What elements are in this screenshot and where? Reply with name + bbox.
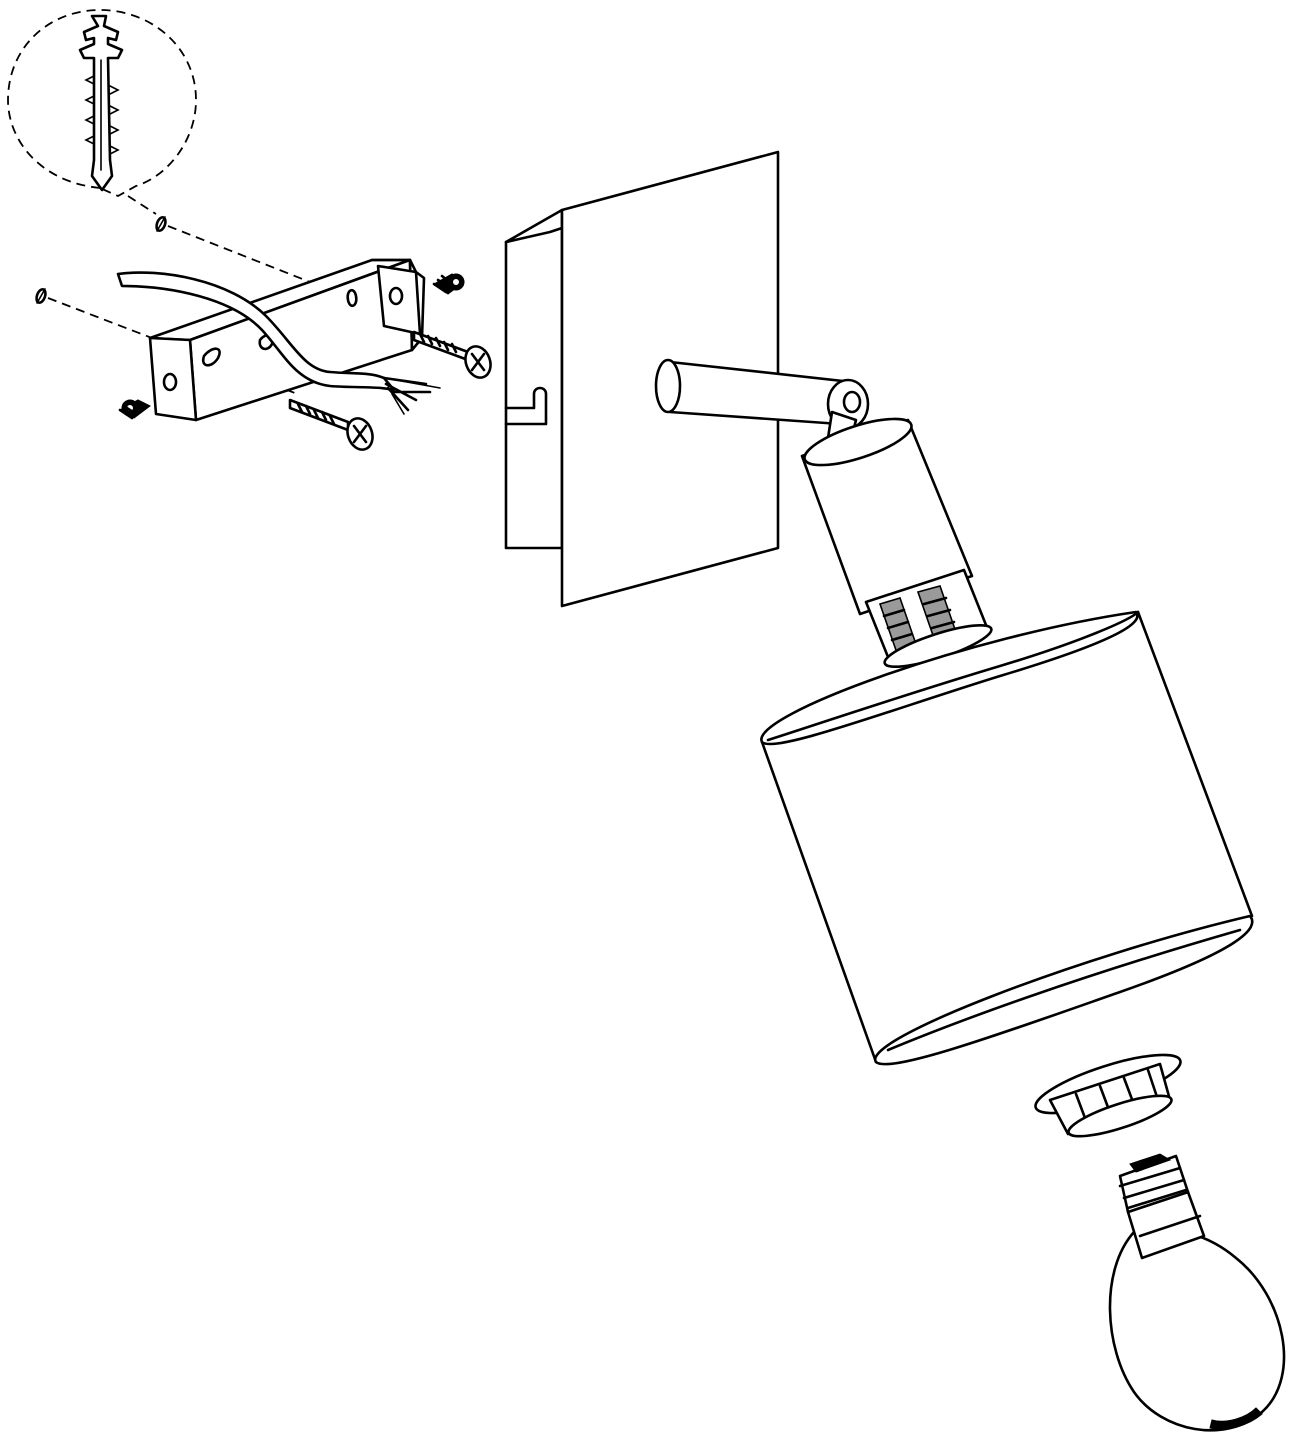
shade-ring (1034, 1053, 1182, 1138)
wall-screw-upper (412, 330, 492, 379)
wall-plug-bottom (35, 287, 47, 305)
shade (760, 610, 1254, 1066)
bracket-screw-left (118, 399, 151, 420)
guide-line-callout (127, 195, 157, 215)
arm (654, 358, 870, 430)
mounting-bracket (148, 258, 426, 422)
guide-line-top (167, 225, 311, 283)
bulb-icon (1108, 1153, 1286, 1432)
wall-plug-icon (78, 14, 124, 192)
wall-plug-top (155, 215, 167, 233)
wall-screw-lower (288, 398, 374, 451)
wall-plug-detail-callout (7, 9, 197, 198)
lamp-holder (800, 410, 993, 669)
bulb (1108, 1153, 1286, 1432)
bracket-screw-right (432, 273, 465, 295)
mains-cable (116, 271, 441, 415)
